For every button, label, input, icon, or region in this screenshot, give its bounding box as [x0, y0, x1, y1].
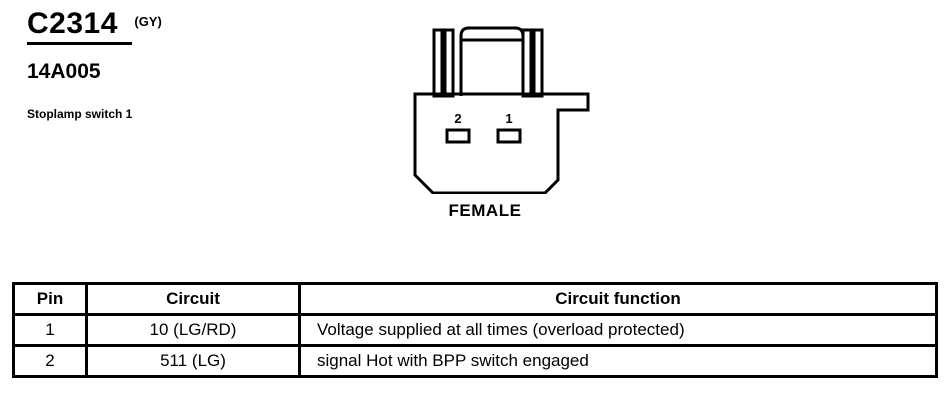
part-number: 14A005 [27, 60, 101, 83]
lock-tab [459, 26, 525, 96]
connector-body [413, 92, 590, 194]
connector-description: Stoplamp switch 1 [27, 107, 133, 121]
cavity-2 [445, 128, 471, 144]
pin-label-1: 1 [505, 111, 512, 126]
connector-color-code: (GY) [134, 14, 162, 29]
cell-function: Voltage supplied at all times (overload … [298, 313, 938, 347]
cell-pin: 1 [12, 313, 88, 347]
latch-prong-left-outer [432, 28, 444, 98]
col-header-pin: Pin [12, 282, 88, 316]
header-underline [27, 42, 132, 45]
connector-gender: FEMALE [448, 201, 522, 220]
col-header-function: Circuit function [298, 282, 938, 316]
cell-circuit: 511 (LG) [85, 344, 301, 378]
pinout-table: Pin Circuit Circuit function 1 10 (LG/RD… [12, 282, 938, 378]
cell-circuit: 10 (LG/RD) [85, 313, 301, 347]
table-header-row: Pin Circuit Circuit function [12, 282, 938, 316]
connector-id: C2314 [27, 7, 118, 40]
cavity-1 [496, 128, 522, 144]
connector-face-diagram: 2 1 [413, 26, 590, 194]
cell-pin: 2 [12, 344, 88, 378]
cell-function: signal Hot with BPP switch engaged [298, 344, 938, 378]
table-row: 2 511 (LG) signal Hot with BPP switch en… [12, 344, 938, 378]
table-row: 1 10 (LG/RD) Voltage supplied at all tim… [12, 313, 938, 347]
col-header-circuit: Circuit [85, 282, 301, 316]
latch-prong-right-outer [532, 28, 544, 98]
connector-header: C2314 (GY) [27, 6, 162, 42]
pin-label-2: 2 [454, 111, 461, 126]
latch-prong-left-inner [443, 28, 455, 98]
